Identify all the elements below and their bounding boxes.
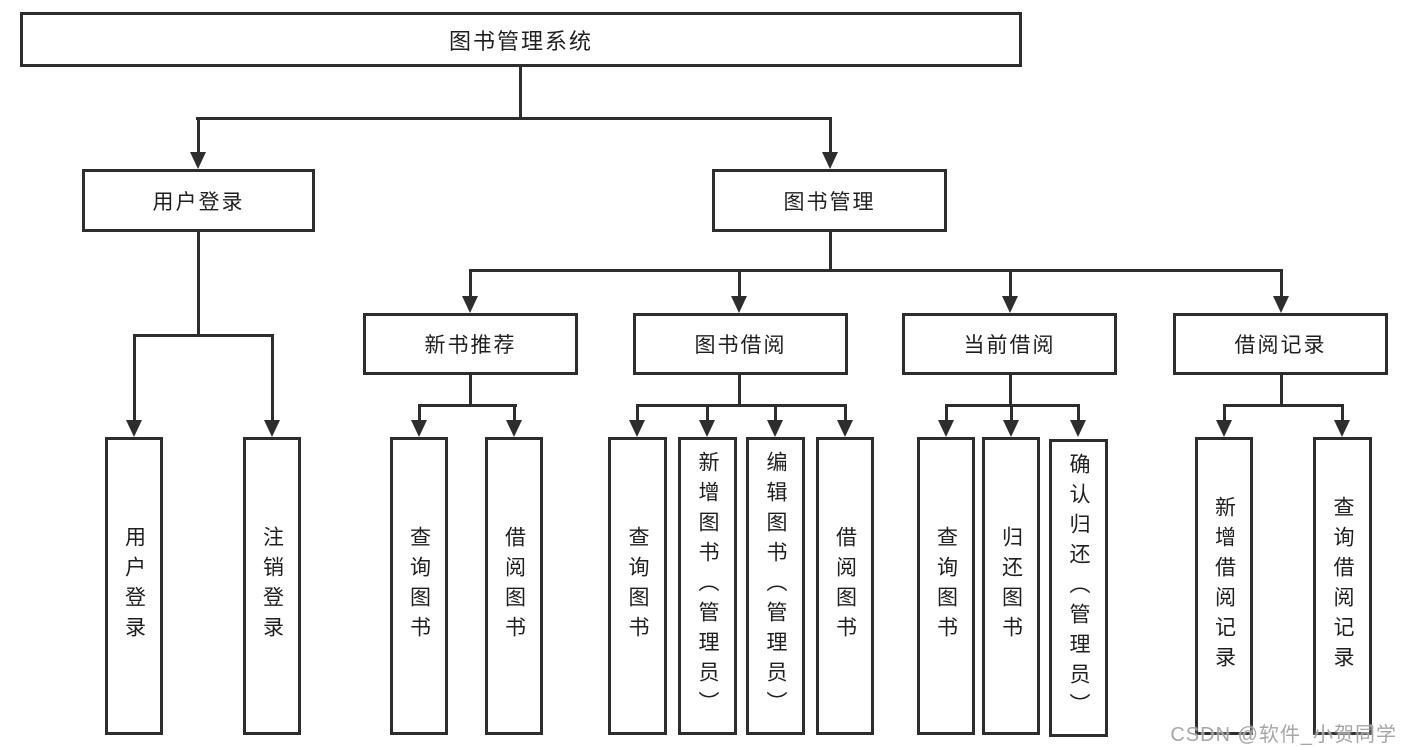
node-label: 借阅记录: [1234, 334, 1327, 357]
arrowhead: [1002, 296, 1018, 313]
node-label: 查询借阅记录: [1331, 496, 1354, 676]
connector-line: [469, 269, 1283, 272]
connector-line: [738, 375, 741, 407]
leaf-user-login: 用户登录: [105, 437, 163, 735]
node-label: 确认归还（管理员）: [1067, 453, 1090, 723]
node-label: 查询图书: [407, 526, 431, 646]
connector-line: [829, 117, 832, 155]
leaf-borrow-books-recommend: 借阅图书: [485, 437, 543, 735]
leaf-query-borrow-record: 查询借阅记录: [1313, 437, 1372, 735]
leaf-borrow-books: 借阅图书: [816, 437, 874, 735]
connector-line: [1010, 404, 1013, 423]
connector-line: [1009, 375, 1012, 407]
connector-line: [133, 334, 136, 422]
node-label: 编辑图书（管理员）: [764, 451, 787, 721]
connector-line: [1341, 404, 1344, 423]
arrowhead: [462, 296, 478, 313]
leaf-logout: 注销登录: [243, 437, 301, 735]
connector-line: [197, 117, 200, 155]
node-book-management-system: 图书管理系统: [20, 12, 1022, 67]
connector-line: [1280, 375, 1283, 407]
arrowhead: [837, 420, 853, 437]
arrowhead: [1216, 420, 1232, 437]
arrowhead: [1070, 420, 1086, 437]
node-borrowing-records: 借阅记录: [1173, 313, 1388, 375]
arrowhead: [126, 420, 142, 437]
arrowhead: [938, 420, 954, 437]
connector-line: [636, 404, 639, 423]
connector-line: [197, 232, 200, 337]
node-user-login: 用户登录: [82, 169, 315, 232]
connector-line: [519, 67, 522, 120]
node-label: 图书借阅: [694, 334, 787, 357]
leaf-confirm-return-admin: 确认归还（管理员）: [1049, 439, 1108, 737]
node-label: 新增借阅记录: [1212, 496, 1236, 676]
connector-line: [196, 117, 832, 120]
connector-line: [945, 404, 948, 423]
node-label: 图书管理: [783, 190, 876, 214]
leaf-query-books-borrowing: 查询图书: [608, 437, 667, 735]
connector-line: [418, 404, 517, 407]
leaf-add-borrow-record: 新增借阅记录: [1195, 437, 1253, 735]
leaf-return-book: 归还图书: [982, 437, 1040, 735]
node-label: 用户登录: [122, 526, 146, 646]
arrowhead: [1273, 296, 1289, 313]
connector-line: [774, 404, 777, 423]
node-label: 用户登录: [152, 190, 245, 214]
arrowhead: [1003, 420, 1019, 437]
arrowhead: [190, 152, 206, 169]
node-label: 新书推荐: [424, 334, 517, 357]
arrowhead: [731, 296, 747, 313]
arrowhead: [822, 152, 838, 169]
connector-line: [133, 334, 274, 337]
arrowhead: [411, 420, 427, 437]
node-label: 借阅图书: [833, 526, 857, 646]
node-new-book-recommend: 新书推荐: [363, 313, 578, 375]
connector-line: [1223, 404, 1226, 423]
node-label: 归还图书: [999, 526, 1023, 646]
connector-line: [829, 232, 832, 272]
node-label: 当前借阅: [963, 334, 1056, 357]
leaf-query-books-current: 查询图书: [917, 437, 975, 735]
leaf-add-book-admin: 新增图书（管理员）: [678, 437, 737, 735]
arrowhead: [264, 420, 280, 437]
leaf-edit-book-admin: 编辑图书（管理员）: [746, 437, 805, 735]
connector-line: [1280, 269, 1283, 299]
node-label: 新增图书（管理员）: [696, 451, 719, 721]
connector-line: [844, 404, 847, 423]
node-label: 注销登录: [260, 526, 284, 646]
node-label: 借阅图书: [502, 526, 526, 646]
arrowhead: [767, 420, 783, 437]
node-label: 查询图书: [934, 526, 958, 646]
leaf-query-books-recommend: 查询图书: [390, 437, 448, 735]
connector-line: [271, 334, 274, 422]
node-label: 图书管理系统: [448, 28, 593, 54]
node-book-borrowing: 图书借阅: [633, 313, 848, 375]
connector-line: [1009, 269, 1012, 299]
node-label: 查询图书: [626, 526, 649, 646]
arrowhead: [699, 420, 715, 437]
connector-line: [469, 375, 472, 407]
node-current-borrowing: 当前借阅: [902, 313, 1117, 375]
connector-line: [1223, 404, 1344, 407]
node-book-management: 图书管理: [712, 169, 947, 232]
csdn-watermark: CSDN @软件_小贺同学: [1170, 724, 1397, 746]
connector-line: [418, 404, 421, 423]
connector-line: [469, 269, 472, 299]
arrowhead: [506, 420, 522, 437]
connector-line: [513, 404, 516, 423]
arrowhead: [1334, 420, 1350, 437]
connector-line: [1077, 404, 1080, 423]
connector-line: [706, 404, 709, 423]
connector-line: [636, 404, 847, 407]
arrowhead: [629, 420, 645, 437]
connector-line: [738, 269, 741, 299]
